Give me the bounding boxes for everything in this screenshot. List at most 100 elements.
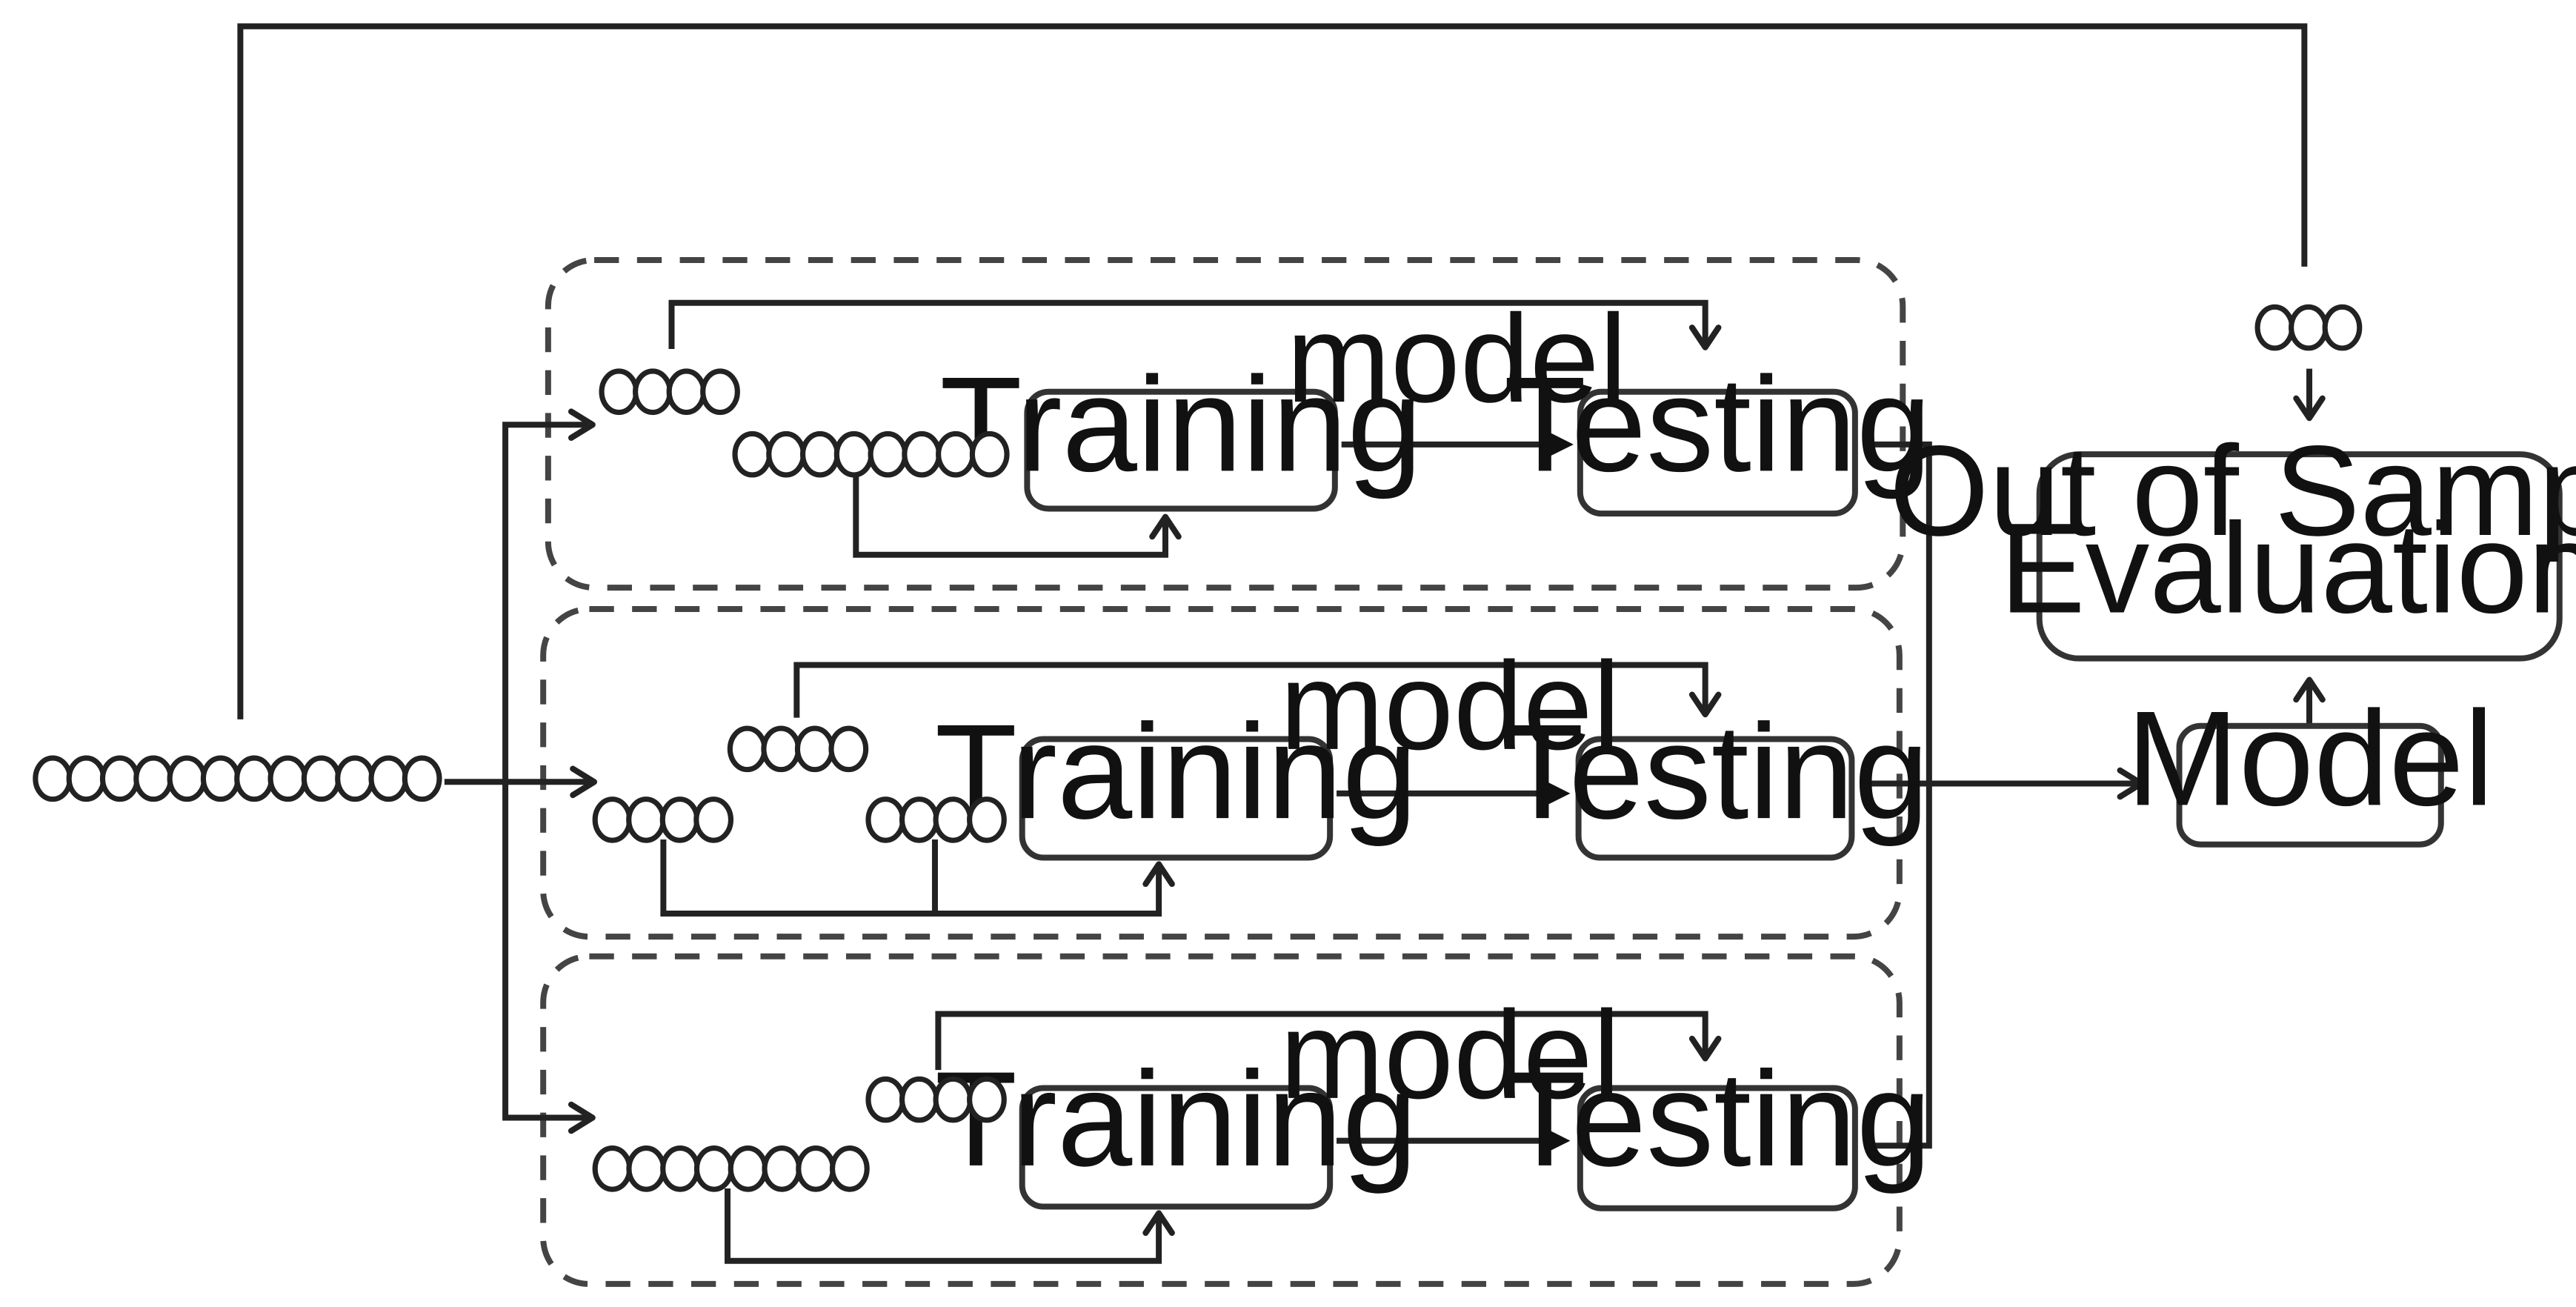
sample-circle: [368, 755, 409, 802]
holdout-test-samples: [2254, 304, 2363, 351]
sample-circle: [693, 1145, 734, 1192]
fold-panel-2: [540, 606, 1903, 940]
sample-circle: [660, 1145, 700, 1192]
fold-2-model-arrow-head: [1547, 782, 1571, 805]
sample-circle: [133, 755, 173, 802]
split-arrow-head-bottom: [568, 1101, 596, 1134]
sample-circle: [666, 368, 707, 416]
sample-circle: [865, 1076, 906, 1123]
fold-3-validation-samples: [865, 1076, 1007, 1123]
model-edge-label-2: model: [1279, 636, 1620, 776]
sample-circle: [33, 755, 73, 802]
final-model-box: [2176, 722, 2444, 848]
fold-2-validation-arrow-head: [1688, 691, 1722, 718]
evaluation-label-line-1: Out of Sample: [1889, 419, 2576, 562]
fold-3-train-line: [725, 1188, 1162, 1264]
sample-circle: [794, 725, 835, 773]
fold-2-training-samples-a: [592, 796, 734, 843]
sample-circle: [659, 796, 700, 843]
training-box-2: [1019, 736, 1334, 861]
fold-2-train-arrow-head: [1142, 861, 1175, 888]
sample-circle: [592, 796, 633, 843]
sample-circle: [335, 755, 375, 802]
sample-circle: [626, 796, 666, 843]
sample-circle: [933, 1076, 974, 1123]
sample-circle: [700, 368, 740, 416]
testing-label-3: Testing: [1504, 1043, 1931, 1194]
evaluation-label-line-2: Evaluation: [2000, 496, 2576, 639]
sample-circle: [868, 430, 908, 478]
fold-1-validation-line: [668, 299, 1708, 349]
fold-1-validation-samples: [599, 368, 740, 416]
sample-circle: [267, 755, 308, 802]
sample-circle: [899, 796, 939, 843]
sample-circle: [693, 796, 734, 843]
fold-1-model-arrow-head: [1550, 433, 1574, 456]
testing-label-2: Testing: [1501, 696, 1928, 847]
sample-circle: [2322, 304, 2363, 351]
fold-3-validation-arrow-head: [1688, 1035, 1722, 1062]
fold-2-validation-samples: [727, 725, 869, 773]
fold-1-validation-arrow-head: [1688, 325, 1722, 350]
testing-box-3: [1577, 1085, 1858, 1211]
sample-circle: [626, 1145, 667, 1192]
fold-2-train-line: [660, 839, 1162, 917]
sample-circle: [967, 1076, 1007, 1123]
fold-3-training-samples: [592, 1145, 870, 1192]
sample-circle: [967, 796, 1007, 843]
sample-circle: [829, 1145, 870, 1192]
sample-circle: [599, 368, 639, 416]
sample-circle: [833, 430, 874, 478]
sample-circle: [762, 1145, 802, 1192]
evaluation-box: [2036, 451, 2563, 662]
split-vertical-line: [502, 422, 591, 1121]
sample-circle: [796, 1145, 836, 1192]
testing-box-2: [1575, 736, 1855, 861]
fold-results-aggregation-line: [1865, 441, 1932, 1149]
sample-circle: [828, 725, 869, 773]
training-label-1: Training: [939, 348, 1422, 499]
fold-3-validation-line: [935, 1011, 1708, 1071]
fold-1-train-arrow-head: [1149, 513, 1182, 540]
sample-circle: [761, 725, 802, 773]
sample-circle: [200, 755, 241, 802]
fold-1-train-line: [853, 473, 1168, 558]
aggregate-to-model-arrow-head: [2117, 767, 2145, 800]
full-dataset-samples: [33, 755, 442, 802]
split-arrow-head-top: [568, 408, 596, 441]
fold-3-train-arrow-head: [1142, 1210, 1175, 1237]
sample-circle: [969, 430, 1010, 478]
sample-circle: [2254, 304, 2295, 351]
sample-circle: [727, 725, 768, 773]
model-edge-label-1: model: [1286, 288, 1627, 428]
sample-circle: [99, 755, 140, 802]
sample-circle: [865, 796, 906, 843]
fold-2-validation-line: [793, 662, 1708, 718]
model-to-evaluation-arrow-head: [2293, 676, 2326, 703]
testing-label-1: Testing: [1504, 348, 1931, 499]
sample-circle: [167, 755, 207, 802]
fold-3-model-arrow-head: [1547, 1129, 1571, 1153]
sample-circle: [936, 430, 976, 478]
fold-1-training-samples: [732, 430, 1010, 478]
sample-circle: [728, 1145, 768, 1192]
training-box-3: [1019, 1085, 1334, 1210]
fold-2-training-samples-b: [865, 796, 1007, 843]
final-model-label: Model: [2126, 682, 2494, 834]
sample-circle: [234, 755, 274, 802]
sample-circle: [592, 1145, 633, 1192]
sample-circle: [732, 430, 773, 478]
sample-circle: [799, 430, 840, 478]
holdout-path-line: [237, 23, 2308, 719]
sample-circle: [902, 430, 942, 478]
testing-box-1: [1577, 388, 1858, 517]
model-edge-label-3: model: [1279, 985, 1620, 1125]
training-box-1: [1024, 388, 1338, 512]
sample-circle: [402, 755, 442, 802]
sample-circle: [633, 368, 673, 416]
sample-circle: [2289, 304, 2329, 351]
sample-circle: [66, 755, 107, 802]
sample-circle: [899, 1076, 939, 1123]
sample-circle: [766, 430, 806, 478]
